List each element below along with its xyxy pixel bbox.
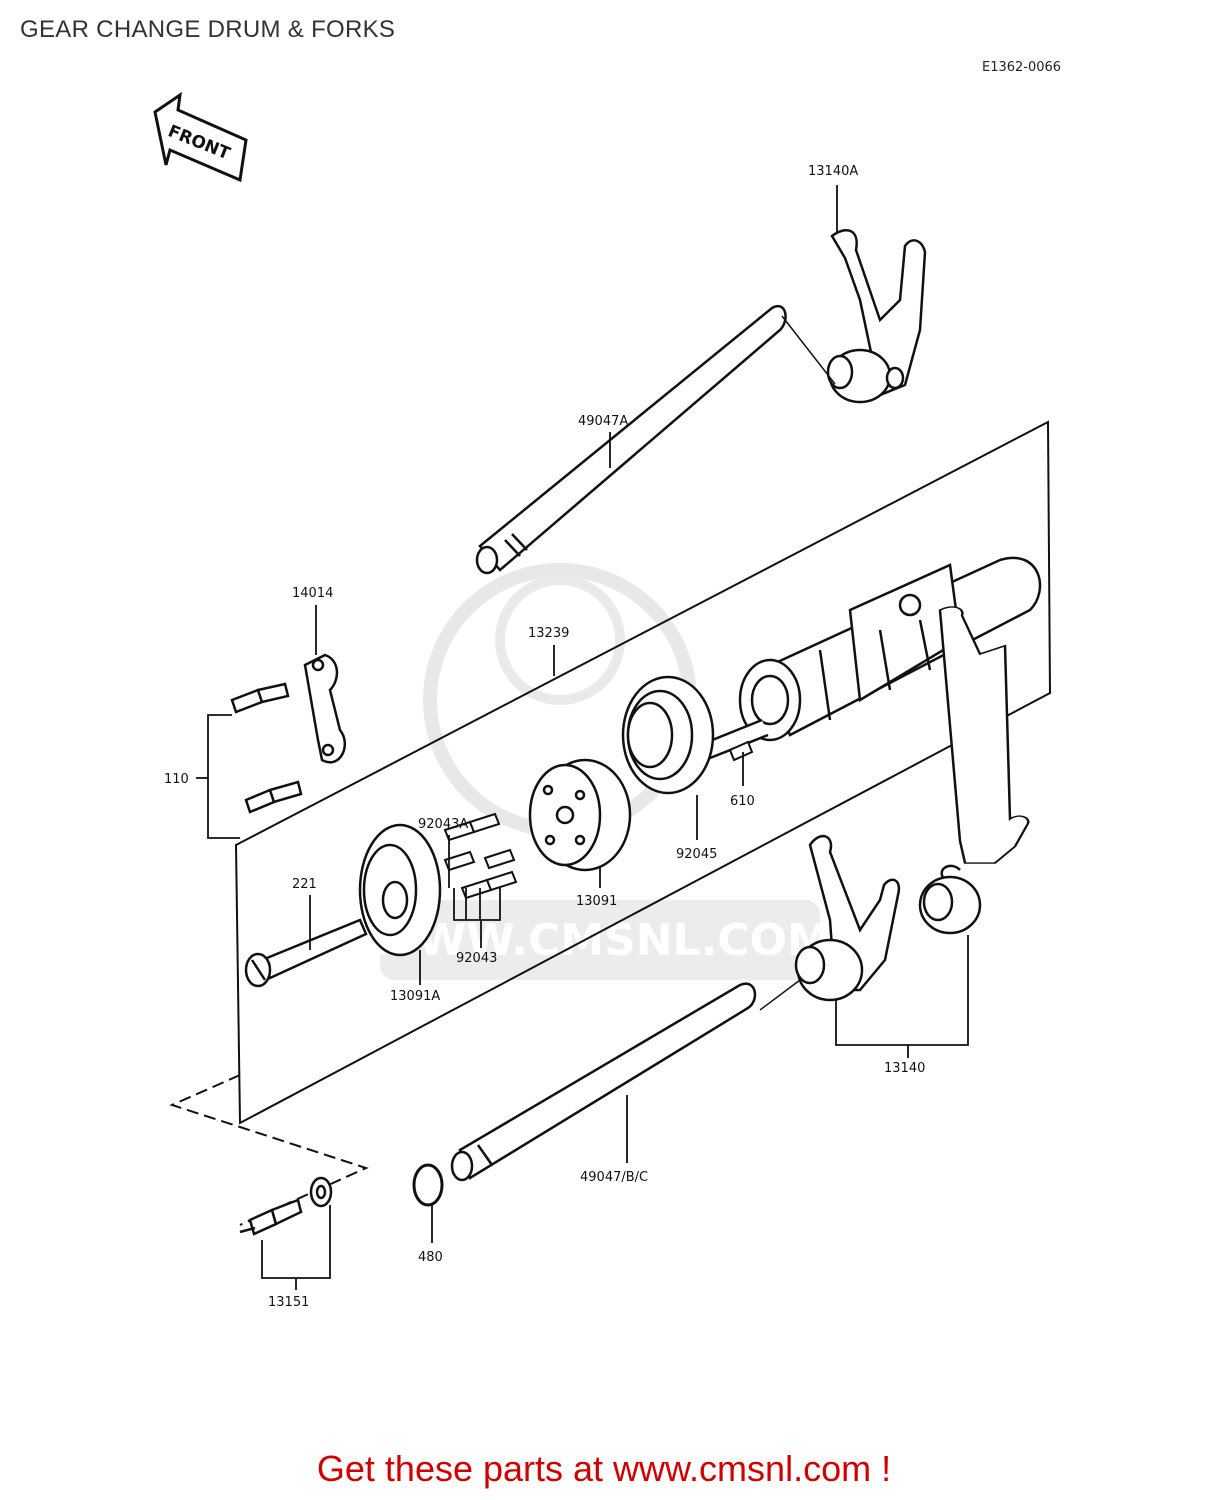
footer-cta[interactable]: Get these parts at www.cmsnl.com ! [0, 1448, 1208, 1490]
label-13091A: 13091A [390, 989, 440, 1004]
label-221: 221 [292, 877, 317, 892]
shaft-49047BC [450, 982, 757, 1182]
label-92043A: 92043A [418, 817, 468, 832]
circlip-480 [412, 1163, 444, 1207]
front-arrow-icon: FRONT [153, 91, 248, 183]
pin-610 [728, 740, 754, 762]
label-610: 610 [730, 794, 755, 809]
diagram-code: E1362-0066 [982, 60, 1062, 75]
assembly-frame [234, 420, 1052, 1125]
shift-forks-13140 [794, 606, 1030, 1002]
bracket-14014 [303, 653, 346, 764]
label-49047BC: 49047/B/C [580, 1170, 648, 1185]
label-13239: 13239 [528, 626, 569, 641]
label-49047A: 49047A [578, 414, 628, 429]
label-92043: 92043 [456, 951, 497, 966]
bolt-group-frame [169, 1074, 369, 1226]
plate-13091A [358, 823, 442, 957]
cam-plate-13091 [528, 758, 632, 872]
label-13151: 13151 [268, 1295, 309, 1310]
pins-92043 [443, 812, 518, 900]
screw-221 [244, 918, 368, 988]
shift-fork-13140A [826, 228, 927, 404]
label-480: 480 [418, 1250, 443, 1265]
label-13091: 13091 [576, 894, 617, 909]
label-13140A: 13140A [808, 164, 858, 179]
bolts-110 [230, 682, 303, 814]
shift-drum-13239 [698, 556, 1042, 762]
bolt-13151 [239, 1176, 333, 1236]
label-13140: 13140 [884, 1061, 925, 1076]
label-92045: 92045 [676, 847, 717, 862]
footer-cta-text[interactable]: Get these parts at www.cmsnl.com ! [316, 1448, 892, 1489]
label-110: 110 [164, 772, 189, 787]
watermark-text: WWW.CMSNL.COM [369, 915, 831, 966]
leader-lines [196, 185, 969, 1290]
page-title: GEAR CHANGE DRUM & FORKS [20, 16, 396, 43]
bearing-92045 [621, 675, 715, 795]
label-14014: 14014 [292, 586, 333, 601]
shaft-49047A [475, 304, 787, 575]
